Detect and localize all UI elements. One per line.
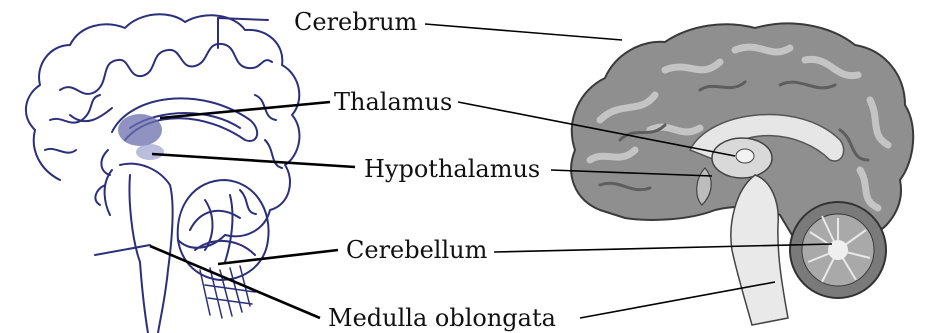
sketch-cerebrum-outline [26,14,300,248]
label-thalamus: Thalamus [332,88,454,116]
sketch-brainstem [105,164,173,333]
hypothalamus-leader-left [152,154,355,167]
illustrated-brain [571,23,913,325]
label-hypothalamus: Hypothalamus [362,155,542,183]
sketch-brain [26,14,300,333]
medulla-leader-left [150,246,320,318]
label-medulla-oblongata: Medulla oblongata [326,304,558,332]
label-cerebrum: Cerebrum [292,8,419,36]
sketch-gyri [45,44,282,214]
sketch-thalamus [118,114,162,146]
cerebellum-leader-right [494,244,832,252]
cerebellum-leader-left [218,250,338,264]
cerebrum-leader-right [425,24,622,40]
label-cerebellum: Cerebellum [344,236,489,264]
